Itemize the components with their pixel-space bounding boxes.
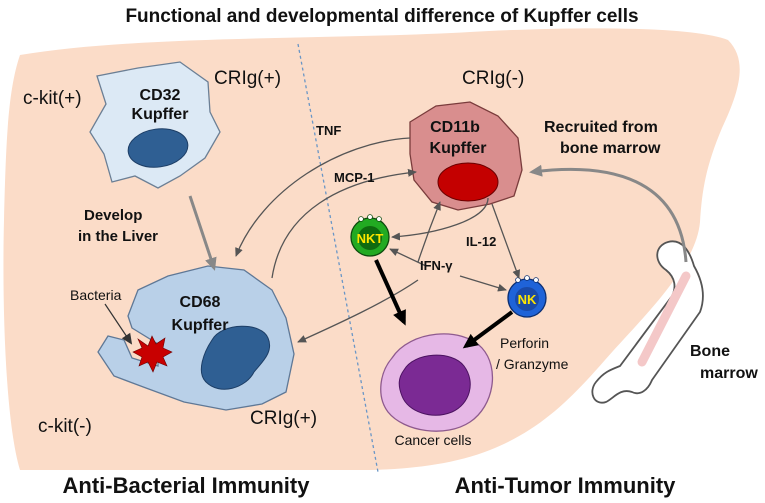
cd68-label-line1: CD68 xyxy=(180,294,221,311)
crig-negative-label: CRIg(-) xyxy=(462,68,524,89)
ckit-positive-label: c-kit(+) xyxy=(23,88,82,109)
anti-tumor-immunity-title: Anti-Tumor Immunity xyxy=(455,473,677,498)
nk-kill-arrow xyxy=(462,310,514,349)
nk-cell: NK xyxy=(507,275,547,318)
bone-marrow-label-line2: marrow xyxy=(700,365,758,382)
perforin-label-line1: Perforin xyxy=(500,335,549,351)
recruited-arrow xyxy=(529,164,688,263)
mcp1-arrow xyxy=(271,168,417,279)
develop-arrow xyxy=(188,195,217,271)
cancer-cell xyxy=(380,333,494,432)
cd11b-nucleus xyxy=(437,162,499,202)
bacteria-pointer xyxy=(104,303,133,345)
cd11b-kupffer-cell: CD11b Kupffer xyxy=(409,101,523,211)
il12-label: IL-12 xyxy=(466,234,496,249)
develop-label-line2: in the Liver xyxy=(78,228,158,245)
nkt-cell: NKT xyxy=(350,214,390,257)
bacteria-label: Bacteria xyxy=(70,287,122,303)
cd68-kupffer-cell: CD68 Kupffer xyxy=(97,265,295,411)
nk-label: NK xyxy=(518,292,537,307)
cd32-label-line2: Kupffer xyxy=(132,106,189,123)
tnf-arrow xyxy=(235,137,411,257)
develop-label-line1: Develop xyxy=(84,207,142,224)
perforin-label-line2: / Granzyme xyxy=(496,356,569,372)
ifng-label: IFN-γ xyxy=(420,258,453,273)
tnf-label: TNF xyxy=(316,123,341,138)
cd11b-label-line2: Kupffer xyxy=(430,140,487,157)
ifng-to-nkt-arrow xyxy=(389,248,427,267)
bone-marrow-label-line1: Bone xyxy=(690,343,730,360)
il12-to-nkt-arrow xyxy=(391,197,489,241)
bacteria-icon xyxy=(132,335,173,373)
cancer-cells-label: Cancer cells xyxy=(394,432,471,448)
cd11b-label-line1: CD11b xyxy=(430,119,480,136)
anti-bacterial-immunity-title: Anti-Bacterial Immunity xyxy=(63,473,311,498)
ifng-to-nk-arrow xyxy=(459,275,507,292)
nkt-kill-arrow xyxy=(374,259,406,326)
il12-to-nk-arrow xyxy=(491,203,521,279)
activation-to-cd68-arrow xyxy=(297,279,419,343)
cd32-nucleus xyxy=(127,128,189,168)
bone-icon xyxy=(591,240,704,404)
diagram-title: Functional and developmental difference … xyxy=(125,6,638,27)
divider-line xyxy=(297,43,379,473)
crig-positive-top-label: CRIg(+) xyxy=(214,68,281,89)
cd68-label-line2: Kupffer xyxy=(172,317,229,334)
crig-positive-bottom-label: CRIg(+) xyxy=(250,408,317,429)
cd68-nucleus xyxy=(200,325,270,390)
recruited-label-line1: Recruited from xyxy=(544,119,658,136)
cd32-label-line1: CD32 xyxy=(140,87,181,104)
nkt-label: NKT xyxy=(357,231,384,246)
mcp1-label: MCP-1 xyxy=(334,170,374,185)
recruited-label-line2: bone marrow xyxy=(560,140,661,157)
cd32-kupffer-cell: CD32 Kupffer xyxy=(89,61,221,189)
ckit-negative-label: c-kit(-) xyxy=(38,416,92,437)
